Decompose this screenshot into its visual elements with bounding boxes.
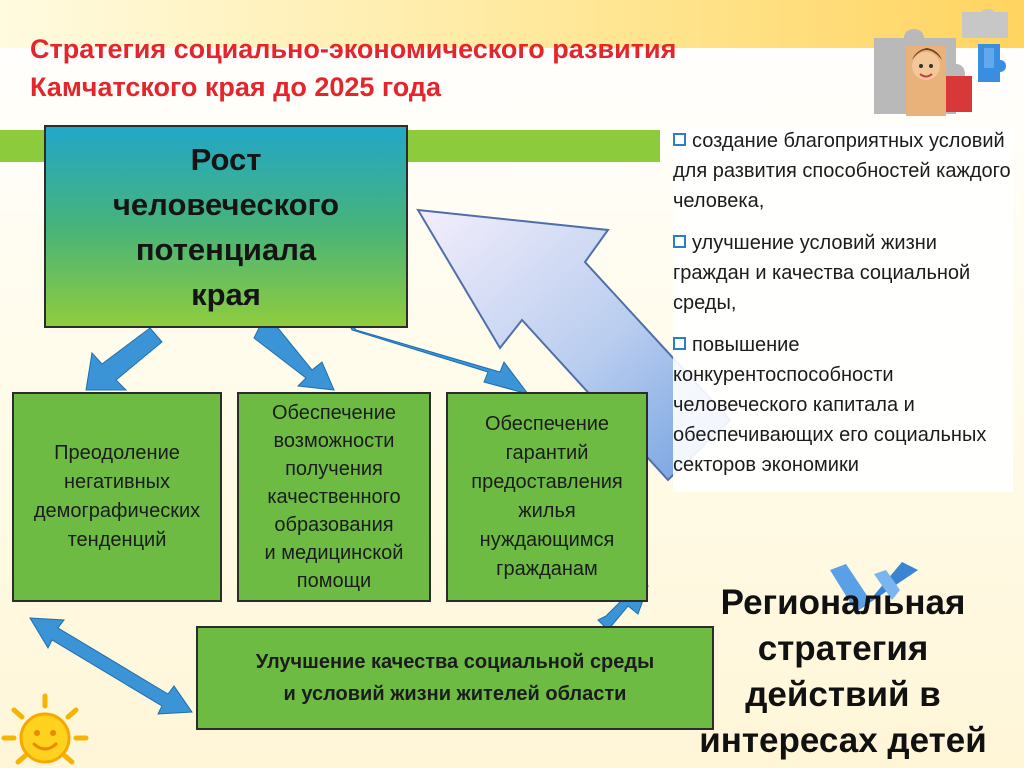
slogan-line-4: интересах детей <box>699 721 987 760</box>
slogan-line-3: действий в <box>745 675 941 714</box>
bullet-text: создание благоприятных условий для разви… <box>673 130 1011 212</box>
bullet-item: создание благоприятных условий для разви… <box>673 126 1013 216</box>
housing-box: Обеспечение гарантий предоставления жиль… <box>446 392 648 602</box>
arrow-main-to-demography <box>85 327 163 391</box>
square-bullet-icon <box>673 337 686 350</box>
puzzle-picture-icon <box>874 9 1008 116</box>
square-bullet-icon <box>673 133 686 146</box>
slogan-line-1: Региональная <box>720 583 966 622</box>
arrow-main-to-housing <box>345 317 530 395</box>
title-line-2: Камчатского края до 2025 года <box>30 72 442 102</box>
slide-title: Стратегия социально-экономического разви… <box>30 30 860 106</box>
title-line-1: Стратегия социально-экономического разви… <box>30 34 677 64</box>
bullet-item: повышение конкурентоспособности человече… <box>673 330 1013 480</box>
social-environment-box: Улучшение качества социальной среды и ус… <box>196 626 714 730</box>
demography-box: Преодоление негативных демографических т… <box>12 392 222 602</box>
social-environment-label: Улучшение качества социальной среды и ус… <box>255 651 655 705</box>
main-goal-box: Рост человеческого потенциала края <box>44 125 408 328</box>
top-glow-band <box>0 0 1024 48</box>
bullet-text: повышение конкурентоспособности человече… <box>673 334 987 476</box>
education-healthcare-label: Обеспечение возможности получения качест… <box>264 402 404 592</box>
housing-label: Обеспечение гарантий предоставления жиль… <box>471 413 623 580</box>
demography-label: Преодоление негативных демографических т… <box>33 442 201 551</box>
slogan-text: Региональная стратегия действий в интере… <box>668 580 1018 764</box>
goals-bullet-list: создание благоприятных условий для разви… <box>673 126 1013 492</box>
bullet-item: улучшение условий жизни граждан и качест… <box>673 228 1013 318</box>
double-checkmark-icon <box>830 562 918 612</box>
bullet-text: улучшение условий жизни граждан и качест… <box>673 232 971 314</box>
arrow-main-to-education <box>253 321 335 391</box>
education-healthcare-box: Обеспечение возможности получения качест… <box>237 392 431 602</box>
smiling-sun-icon <box>1 693 89 765</box>
slogan-line-2: стратегия <box>757 629 929 668</box>
main-goal-label: Рост человеческого потенциала края <box>112 141 340 312</box>
square-bullet-icon <box>673 235 686 248</box>
